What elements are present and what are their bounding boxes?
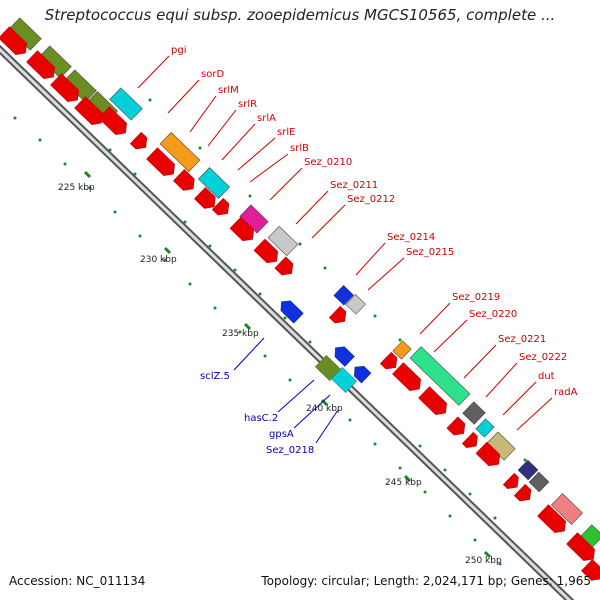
dot-rows <box>13 98 527 566</box>
gene-label-Sez_0221: Sez_0221 <box>498 334 546 345</box>
gene-label-srlA: srlA <box>257 113 276 124</box>
gene-label-srlR: srlR <box>238 99 257 110</box>
gene-label-Sez_0215: Sez_0215 <box>406 247 454 258</box>
gene-labels-top: pgi sorD srlM srlR srlA srlE srlB Sez_02… <box>171 45 578 398</box>
tick-label-235: 235 kbp <box>222 329 259 339</box>
gene-label-Sez_0214: Sez_0214 <box>387 232 435 243</box>
feature-row-inner <box>280 300 372 393</box>
gene-label-hasC.2: hasC.2 <box>244 413 278 424</box>
tick-label-230: 230 kbp <box>140 255 177 265</box>
gene-label-sorD: sorD <box>201 69 224 80</box>
accession-text: Accession: NC_011134 <box>9 574 146 588</box>
gene-labels-bottom: sclZ.5 hasC.2 gpsA Sez_0218 <box>200 371 314 456</box>
gene-label-Sez_0212: Sez_0212 <box>347 194 395 205</box>
leader-lines-bottom <box>233 337 339 444</box>
gene-label-srlB: srlB <box>290 143 309 154</box>
feature-row-outer <box>8 17 600 548</box>
gene-label-gpsA: gpsA <box>269 429 294 440</box>
gene-label-Sez_0218: Sez_0218 <box>266 445 314 456</box>
gene-label-Sez_0211: Sez_0211 <box>330 180 378 191</box>
tick-label-225: 225 kbp <box>58 183 95 193</box>
gene-label-Sez_0219: Sez_0219 <box>452 292 500 303</box>
gene-label-Sez_0210: Sez_0210 <box>304 157 352 168</box>
gene-label-pgi: pgi <box>171 45 186 56</box>
tick-label-240: 240 kbp <box>306 404 343 414</box>
map-title: Streptococcus equi subsp. zooepidemicus … <box>44 6 556 24</box>
backbone <box>0 44 575 600</box>
tick-label-250: 250 kbp <box>465 556 502 566</box>
gene-label-radA: radA <box>554 387 578 398</box>
tick-label-245: 245 kbp <box>385 478 422 488</box>
gene-label-srlE: srlE <box>277 127 295 138</box>
tick-labels: 225 kbp 230 kbp 235 kbp 240 kbp 245 kbp … <box>58 183 502 566</box>
topology-text: Topology: circular; Length: 2,024,171 bp… <box>261 574 591 588</box>
leader-lines-top <box>137 55 553 431</box>
gene-label-Sez_0220: Sez_0220 <box>469 309 517 320</box>
feature-row-cds <box>0 26 600 581</box>
gene-label-srlM: srlM <box>218 85 239 96</box>
tick-marks <box>83 170 492 559</box>
gene-label-dut: dut <box>538 371 555 382</box>
gene-label-sclZ.5: sclZ.5 <box>200 371 230 382</box>
gene-label-Sez_0222: Sez_0222 <box>519 352 567 363</box>
